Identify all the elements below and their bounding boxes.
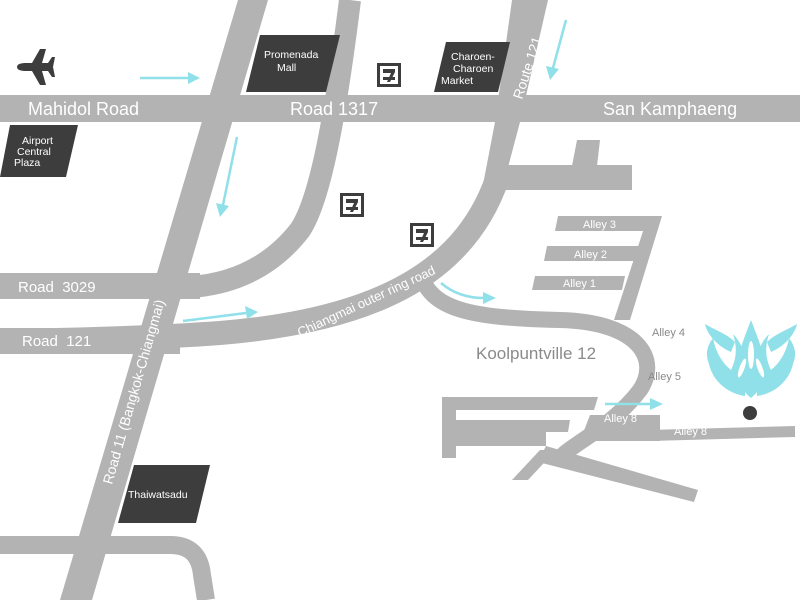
label-road-3029: Road 3029 [18, 279, 96, 296]
charoen-line-3: Market [441, 75, 473, 87]
label-alley-8-east: Alley 8 [674, 426, 707, 438]
label-outer-ring-road: Chiangmai outer ring road [295, 263, 438, 340]
label-alley-3: Alley 3 [583, 219, 616, 231]
arrow-east-mahidol [140, 72, 200, 84]
airport-central-plaza: Airport Central Plaza [0, 125, 78, 177]
arrow-south-road11 [216, 136, 239, 217]
arrow-east-road121 [182, 306, 258, 323]
seven-eleven-store-icon [377, 63, 401, 87]
alley-2-road [544, 246, 640, 261]
alley-spine [614, 216, 662, 320]
village-exit-road [538, 446, 698, 502]
landmarks: Airport Central Plaza Promenada Mall Cha… [0, 35, 596, 523]
label-alley-8-west: Alley 8 [604, 413, 637, 425]
airport-plaza-line-1: Airport [22, 135, 53, 147]
label-alley-5: Alley 5 [648, 371, 681, 383]
destination-dot-icon [743, 406, 757, 420]
promenada-line-2: Mall [277, 62, 296, 74]
charoen-charoen-market: Charoen- Charoen Market [434, 42, 510, 92]
promenada-line-1: Promenada [264, 49, 318, 61]
alley-8-road [580, 415, 660, 441]
arrow-east-alley8 [605, 398, 663, 410]
thaiwatsadu: Thaiwatsadu [118, 465, 210, 523]
label-road-121: Road 121 [22, 333, 91, 350]
seven-eleven-store-icon [410, 223, 434, 247]
label-road-1317: Road 1317 [290, 99, 378, 119]
village-south-link [512, 450, 556, 480]
seven-eleven-store-icon [340, 193, 364, 217]
arrow-south-route121 [546, 19, 568, 80]
label-mahidol-road: Mahidol Road [28, 99, 139, 119]
direction-arrows [140, 19, 663, 410]
lotus-logo-icon [705, 320, 797, 398]
alley-grid-low [442, 432, 546, 458]
label-alley-2: Alley 2 [574, 249, 607, 261]
label-san-kamphaeng: San Kamphaeng [603, 99, 737, 119]
alley-8-east-road [648, 426, 795, 441]
road-stub-east-2 [572, 140, 600, 166]
alley-grid-top [442, 397, 598, 420]
southwest-road [0, 536, 215, 600]
thaiwatsadu-label: Thaiwatsadu [128, 489, 188, 501]
charoen-line-1: Charoen- [451, 51, 495, 63]
alley-grid-mid [442, 420, 570, 432]
label-alley-4: Alley 4 [652, 327, 685, 339]
airport-plaza-line-3: Plaza [14, 157, 40, 169]
airplane-icon [17, 49, 55, 85]
road-11 [60, 0, 268, 600]
road-121 [0, 328, 180, 354]
alley-3-road [555, 216, 660, 231]
arrow-east-ring [440, 282, 496, 304]
promenada-mall: Promenada Mall [246, 35, 340, 92]
mahidol-road [0, 95, 800, 122]
road-curve-3029 [189, 0, 361, 298]
alley-1-road [532, 276, 625, 290]
route-121 [482, 0, 548, 190]
koolpuntville-label: Koolpuntville 12 [476, 344, 596, 363]
road-stub-east [500, 165, 632, 190]
label-alley-1: Alley 1 [563, 278, 596, 290]
charoen-line-2: Charoen [453, 63, 493, 75]
airport-plaza-line-2: Central [17, 146, 51, 158]
alley-labels: Alley 3 Alley 2 Alley 1 Alley 4 Alley 5 … [563, 219, 707, 438]
road-3029 [0, 273, 200, 299]
